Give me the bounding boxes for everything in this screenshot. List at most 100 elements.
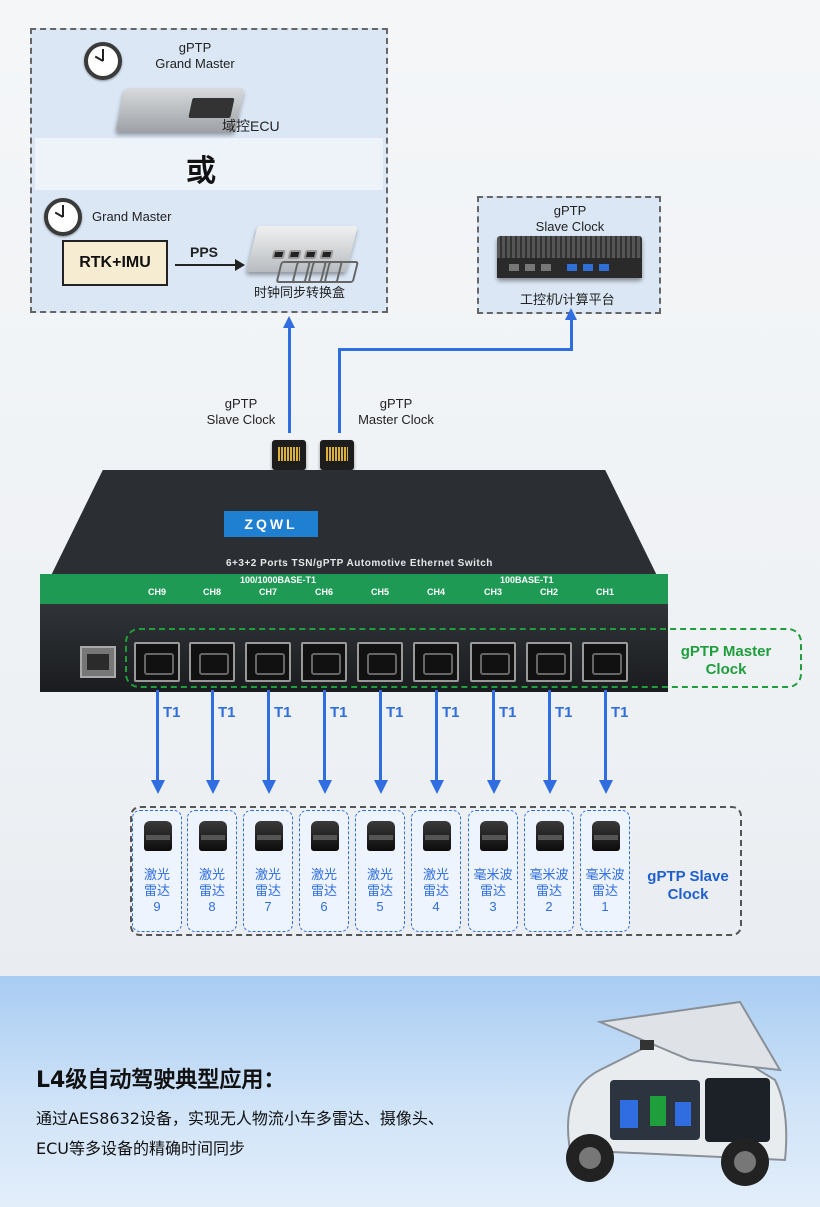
or-label: 或 — [186, 154, 216, 189]
sensor-label-line1: 激光 — [422, 867, 449, 882]
sensor-label-num: 6 — [320, 899, 328, 914]
sensor-label-line1: 激光 — [198, 867, 225, 882]
sensor-label-line2: 雷达 — [198, 883, 225, 898]
sensor-label-num: 2 — [545, 899, 553, 914]
sensor-label-line2: 雷达 — [143, 883, 170, 898]
master-clock-outline — [125, 628, 802, 688]
t1-port — [301, 642, 347, 682]
arrow-down-icon — [374, 780, 388, 794]
delivery-vehicle-image — [566, 1000, 788, 1186]
t1-label: T1 — [218, 704, 236, 721]
t1-port — [189, 642, 235, 682]
t1-port — [245, 642, 291, 682]
switch-title: 6+3+2 Ports TSN/gPTP Automotive Ethernet… — [226, 558, 493, 569]
t1-port — [526, 642, 572, 682]
t1-port — [582, 642, 628, 682]
banner-line-2: ECU等多设备的精确时间同步 — [36, 1139, 245, 1158]
arrow-down-icon — [487, 780, 501, 794]
slave-clock-label: gPTP Slave Clock — [647, 868, 729, 903]
sensor-label-line2: 雷达 — [479, 883, 506, 898]
switch-logo: ZQWL — [224, 511, 318, 537]
channel-label: CH1 — [595, 587, 614, 597]
t1-label: T1 — [555, 704, 573, 721]
lidar-sensor-icon — [536, 821, 564, 851]
lidar-sensor-icon — [311, 821, 339, 851]
grand-master-label-2: Grand Master — [92, 209, 172, 224]
rtk-imu-box: RTK+IMU — [62, 240, 168, 286]
t1-link-line — [379, 690, 382, 782]
t1-link-line — [492, 690, 495, 782]
clock-sync-converter-image — [246, 226, 358, 272]
ecu-label: 域控ECU — [222, 118, 280, 134]
sensor-label-num: 5 — [376, 899, 384, 914]
lidar-sensor-icon — [480, 821, 508, 851]
t1-port — [134, 642, 180, 682]
t1-link-line — [211, 690, 214, 782]
sensor-label-line1: 激光 — [254, 867, 281, 882]
master-link-line — [338, 348, 573, 351]
lidar-sensor-icon — [367, 821, 395, 851]
arrow-up-icon — [565, 308, 577, 320]
sensor-label-num: 4 — [432, 899, 440, 914]
ipc-label: 工控机/计算平台 — [520, 292, 615, 307]
t1-link-line — [435, 690, 438, 782]
lidar-sensor-icon — [144, 821, 172, 851]
clock-icon — [84, 42, 122, 80]
rj45-connector-icon — [320, 440, 354, 470]
arrow-down-icon — [318, 780, 332, 794]
t1-label: T1 — [330, 704, 348, 721]
arrow-up-icon — [283, 316, 295, 328]
t1-port — [357, 642, 403, 682]
t1-port — [413, 642, 459, 682]
channel-label: CH9 — [147, 587, 166, 597]
converter-label: 时钟同步转换盒 — [254, 285, 346, 300]
or-panel — [35, 138, 383, 190]
ethernet-port — [80, 646, 116, 678]
t1-label: T1 — [386, 704, 404, 721]
channel-label: CH5 — [370, 587, 389, 597]
sensor-label-line1: 激光 — [143, 867, 170, 882]
sensor-label-line2: 雷达 — [535, 883, 562, 898]
t1-label: T1 — [611, 704, 629, 721]
group-left-label: 100/1000BASE-T1 — [240, 575, 317, 585]
channel-label: CH4 — [426, 587, 445, 597]
lidar-sensor-icon — [423, 821, 451, 851]
arrow-down-icon — [543, 780, 557, 794]
sensor-label-line1: 激光 — [366, 867, 393, 882]
master-link-line — [338, 348, 341, 433]
sensor-label-num: 8 — [208, 899, 216, 914]
slave-link-line — [288, 327, 291, 433]
sensor-label-line2: 雷达 — [591, 883, 618, 898]
slave-sensor-group — [130, 806, 742, 936]
t1-link-line — [604, 690, 607, 782]
t1-label: T1 — [163, 704, 181, 721]
sensor-label-line1: 毫米波 — [473, 867, 513, 882]
channel-label: CH2 — [539, 587, 558, 597]
sensor-label-line1: 毫米波 — [529, 867, 569, 882]
arrow-down-icon — [151, 780, 165, 794]
arrow-down-icon — [262, 780, 276, 794]
sensor-label-line1: 激光 — [310, 867, 337, 882]
pps-label: PPS — [190, 244, 219, 260]
pps-arrow-line — [175, 264, 237, 266]
sensor-label-num: 7 — [264, 899, 272, 914]
sensor-label-line2: 雷达 — [422, 883, 449, 898]
banner-title: L4级自动驾驶典型应用： — [36, 1068, 286, 1093]
t1-link-line — [267, 690, 270, 782]
channel-label: CH7 — [258, 587, 277, 597]
sensor-label-num: 9 — [153, 899, 161, 914]
arrow-down-icon — [599, 780, 613, 794]
channel-label: CH8 — [202, 587, 221, 597]
slave-clock-link-label: gPTP Slave Clock — [206, 396, 276, 427]
